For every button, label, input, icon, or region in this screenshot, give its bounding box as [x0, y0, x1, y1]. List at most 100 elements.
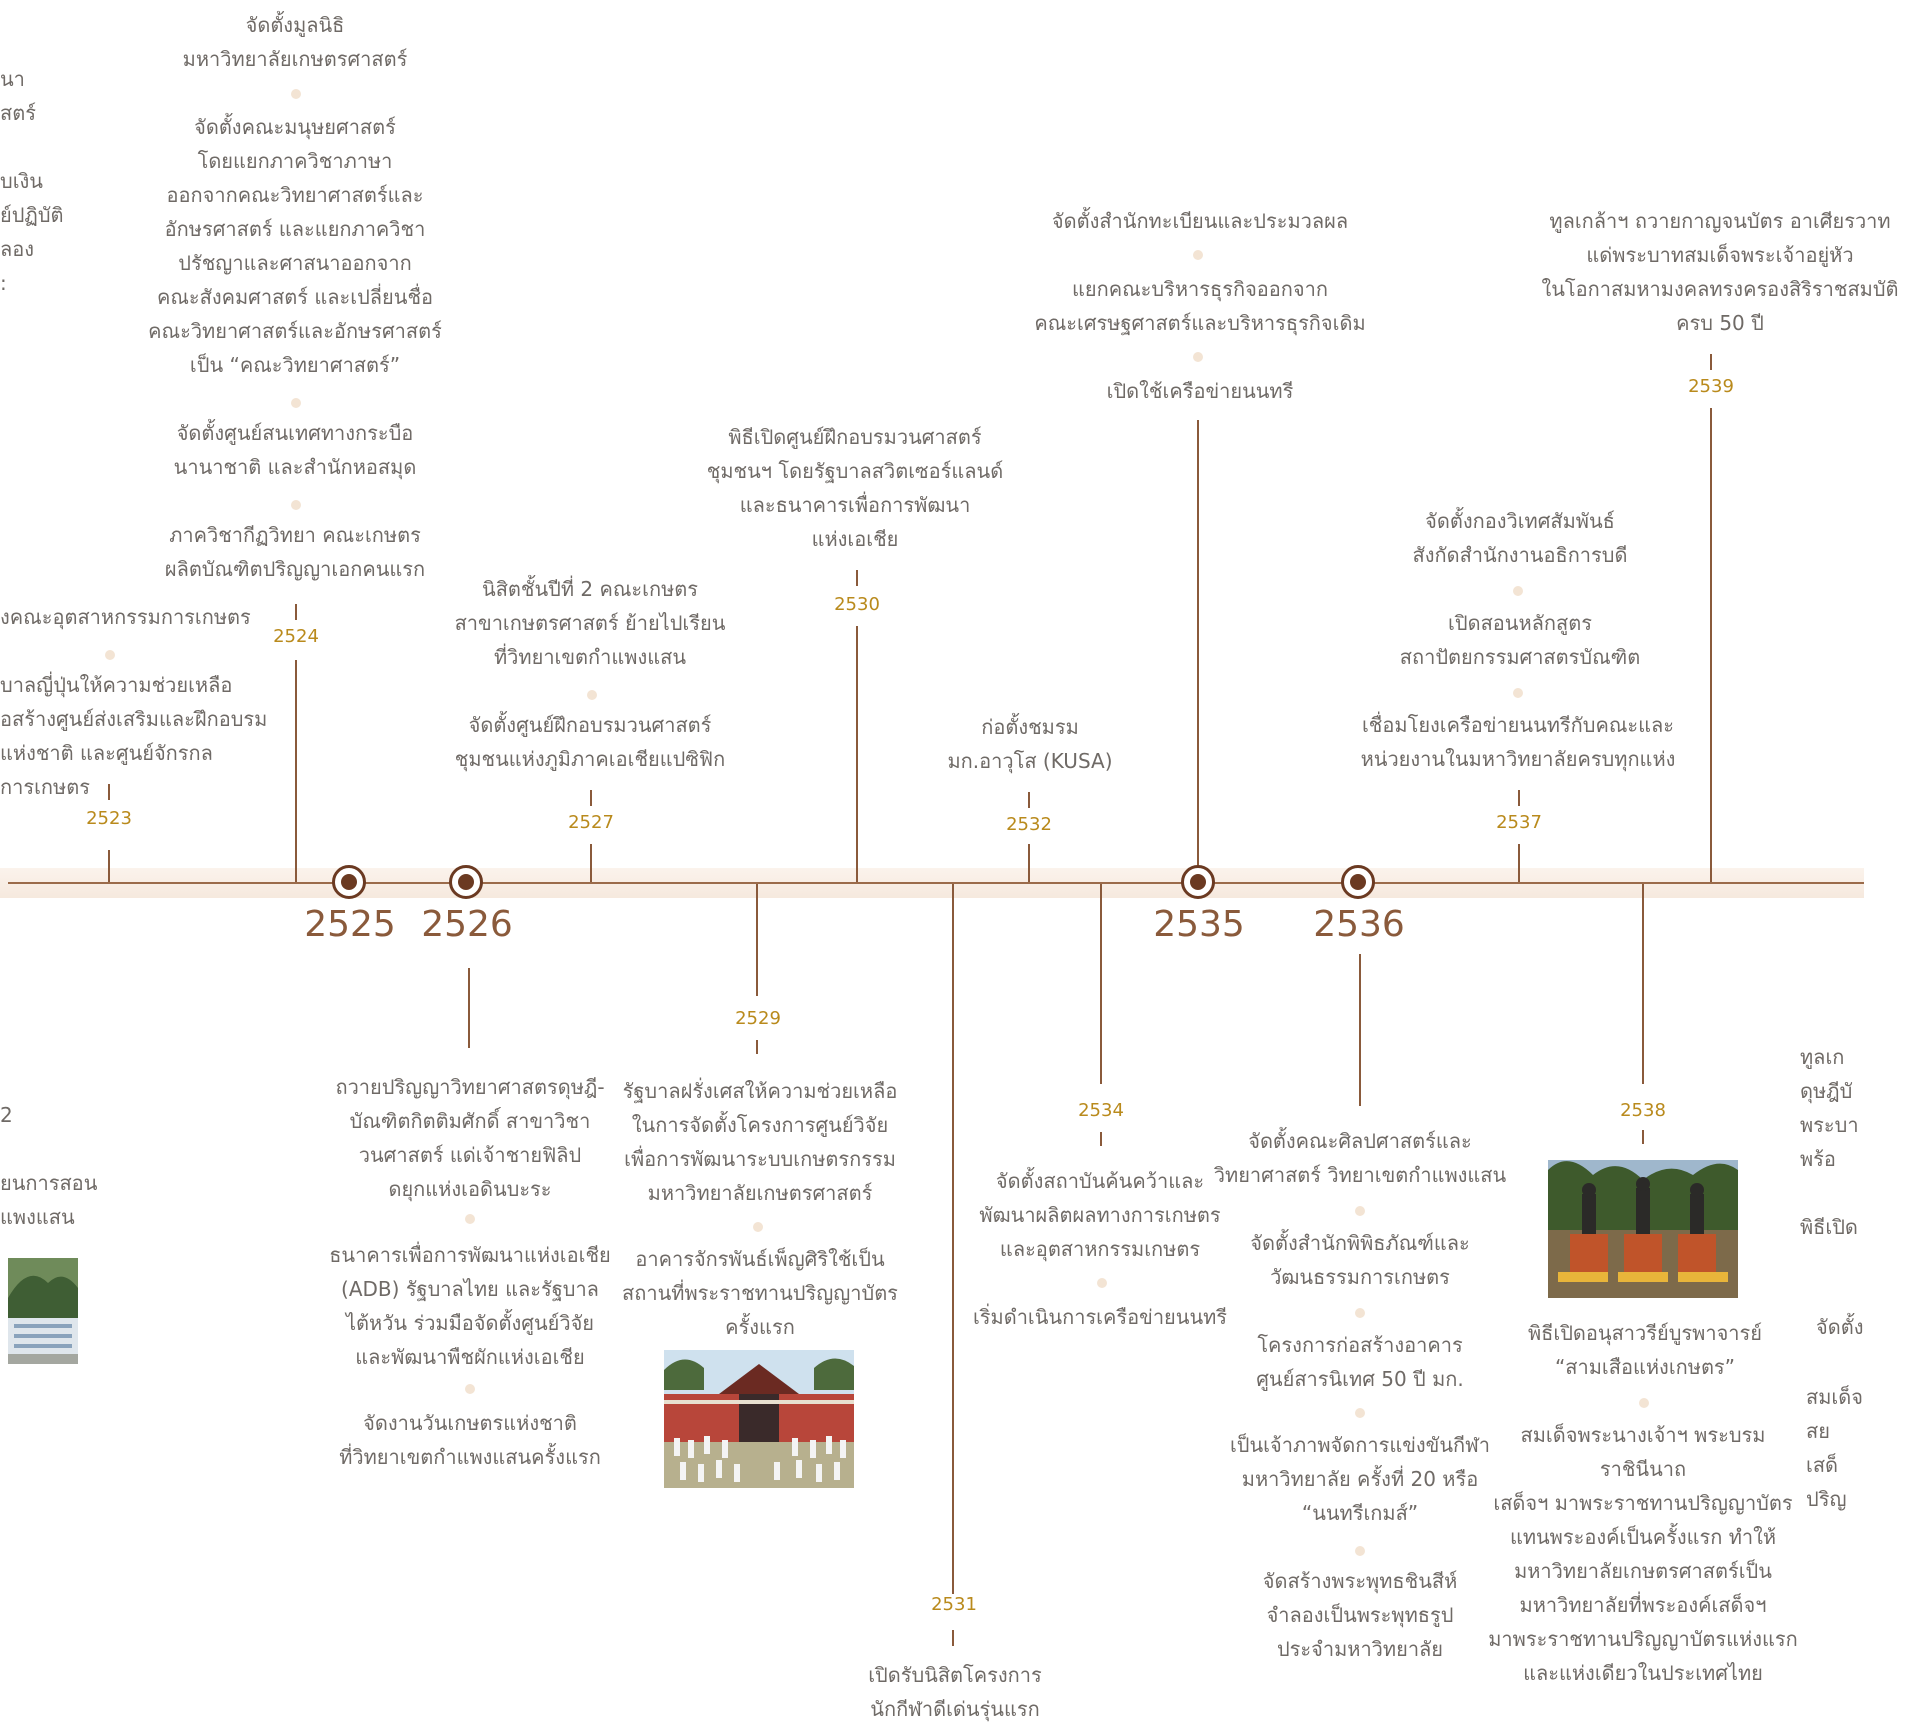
event-text: พิธีเปิดศูนย์ฝึกอบรมวนศาสตร์ ชุมชนฯ โดยร… [706, 425, 1004, 551]
separator-dot [105, 650, 115, 660]
event-text: รัฐบาลฝรั่งเศสให้ความช่วยเหลือ ในการจัดต… [622, 1079, 898, 1205]
timeline-axis [8, 882, 1864, 884]
separator-dot [753, 1222, 763, 1232]
year-label-major: 2525 [304, 904, 396, 945]
stem-2526 [468, 968, 470, 1048]
event-text: สมเด็จพระนางเจ้าฯ พระบรมราชินีนาถ เสด็จฯ… [1488, 1423, 1798, 1685]
tick-2534 [1100, 1132, 1102, 1146]
separator-dot [1097, 1278, 1107, 1288]
event-text: จัดตั้งสำนักพิพิธภัณฑ์และ วัฒนธรรมการเกษ… [1250, 1231, 1470, 1289]
year-label-major: 2535 [1153, 904, 1245, 945]
event-text: จัดสร้างพระพุทธชินสีห์ จำลองเป็นพระพุทธร… [1262, 1569, 1458, 1661]
tick-2529 [756, 1040, 758, 1054]
year-label: 2527 [568, 812, 614, 833]
event-text-cropped: สมเด็จ สย เสด็ ปริญ [1806, 1385, 1863, 1511]
separator-dot [465, 1214, 475, 1224]
three-founders-monument-photo [1548, 1160, 1738, 1298]
separator-dot [291, 398, 301, 408]
event-text: เริ่มดำเนินการเครือข่ายนนทรี [972, 1305, 1228, 1329]
event-text: จัดงานวันเกษตรแห่งชาติ ที่วิทยาเขตกำแพงแ… [339, 1411, 601, 1469]
separator-dot [1355, 1546, 1365, 1556]
event-text: เป็นเจ้าภาพจัดการแข่งขันกีฬา มหาวิทยาลัย… [1229, 1433, 1491, 1525]
separator-dot [291, 500, 301, 510]
event-text: จัดตั้งกองวิเทศสัมพันธ์ สังกัดสำนักงานอธ… [1412, 509, 1628, 567]
tick-2537 [1518, 790, 1520, 806]
event-text: จัดตั้งมูลนิธิ มหาวิทยาลัยเกษตรศาสตร์ [182, 13, 408, 71]
event-text-cropped: งคณะอุตสาหกรรมการเกษตร [0, 605, 251, 629]
event-text: อาคารจักรพันธ์เพ็ญศิริใช้เป็น สถานที่พระ… [622, 1247, 898, 1339]
event-text: จัดตั้งคณะศิลปศาสตร์และ วิทยาศาสตร์ วิทย… [1213, 1129, 1507, 1187]
stem-2531 [952, 884, 954, 1594]
separator-dot [1513, 586, 1523, 596]
stem-2534 [1100, 884, 1102, 1084]
event-text: โครงการก่อสร้างอาคาร ศูนย์สารนิเทศ 50 ปี… [1256, 1333, 1464, 1391]
event-text: จัดตั้งคณะมนุษยศาสตร์ โดยแยกภาควิชาภาษา … [148, 115, 442, 377]
event-text: ก่อตั้งชมรม มก.อาวุโส (KUSA) [947, 715, 1113, 773]
separator-dot [1355, 1206, 1365, 1216]
year-label: 2532 [1006, 814, 1052, 835]
event-text-cropped: 2 [0, 1103, 13, 1127]
separator-dot [1355, 1308, 1365, 1318]
year-label: 2530 [834, 594, 880, 615]
separator-dot [1639, 1398, 1649, 1408]
event-text: ภาควิชากีฏวิทยา คณะเกษตร ผลิตบัณฑิตปริญญ… [164, 523, 426, 581]
ceremony-hall-photo [664, 1350, 854, 1488]
stem-2529 [756, 884, 758, 996]
tick-2524 [295, 604, 297, 620]
separator-dot [1355, 1408, 1365, 1418]
tick-2527 [590, 790, 592, 806]
event-text: ธนาคารเพื่อการพัฒนาแห่งเอเชีย (ADB) รัฐบ… [329, 1243, 611, 1369]
event-text: เปิดสอนหลักสูตร สถาปัตยกรรมศาสตรบัณฑิต [1399, 611, 1641, 669]
tick-2531 [952, 1630, 954, 1646]
year-label: 2531 [931, 1594, 977, 1615]
event-text: เปิดรับนิสิตโครงการ นักกีฬาดีเด่นรุ่นแรก [868, 1663, 1042, 1721]
separator-dot [1513, 688, 1523, 698]
separator-dot [465, 1384, 475, 1394]
marker-2536 [1341, 865, 1375, 899]
event-text: แยกคณะบริหารธุรกิจออกจาก คณะเศรษฐศาสตร์แ… [1034, 277, 1366, 335]
separator-dot [291, 89, 301, 99]
event-text-cropped: บาลญี่ปุ่นให้ความช่วยเหลือ อสร้างศูนย์ส่… [0, 673, 268, 799]
stem-2524 [295, 660, 297, 882]
event-text: ทูลเกล้าฯ ถวายกาญจนบัตร อาเศียรวาท แด่พร… [1541, 209, 1899, 335]
stem-2527 [590, 844, 592, 882]
event-text: จัดตั้งศูนย์สนเทศทางกระบือ นานาชาติ และส… [173, 421, 417, 479]
year-label: 2529 [735, 1008, 781, 1029]
stem-2537 [1518, 844, 1520, 882]
stem-2535 [1197, 420, 1199, 882]
stem-2539 [1710, 408, 1712, 882]
year-label: 2523 [86, 808, 132, 829]
year-label-major: 2526 [421, 904, 513, 945]
tick-2538 [1642, 1130, 1644, 1144]
event-text: จัดตั้งสถาบันค้นคว้าและ พัฒนาผลิตผลทางกา… [979, 1169, 1221, 1261]
marker-2525 [332, 865, 366, 899]
stem-2536 [1359, 954, 1361, 1106]
timeline-diagram: 2525 2526 2535 2536 2523 2524 2527 2530 … [0, 13, 1899, 1721]
year-label: 2524 [273, 626, 319, 647]
event-text-cropped: พิธีเปิด [1800, 1215, 1858, 1239]
event-text-cropped: ทูลเก ดุษฎีบั พระบา พร้อ [1800, 1045, 1859, 1171]
year-label: 2539 [1688, 376, 1734, 397]
tick-2539 [1710, 354, 1712, 370]
event-text-cropped: นา สตร์ [0, 67, 36, 125]
event-text: เชื่อมโยงเครือข่ายนนทรีกับคณะและ หน่วยงา… [1360, 713, 1676, 771]
tick-2523 [108, 784, 110, 800]
campus-building-photo [8, 1258, 78, 1364]
tick-2532 [1028, 792, 1030, 808]
event-text-cropped: บเงิน ย์ปฏิบัติ ลอง : [0, 169, 64, 295]
stem-2538 [1642, 884, 1644, 1084]
event-text: นิสิตชั้นปีที่ 2 คณะเกษตร สาขาเกษตรศาสตร… [454, 577, 726, 669]
stem-2530 [856, 626, 858, 882]
event-text-cropped: จัดตั้ง [1816, 1315, 1864, 1339]
separator-dot [587, 690, 597, 700]
event-text: พิธีเปิดอนุสาวรีย์บูรพาจารย์ “สามเสือแห่… [1528, 1321, 1762, 1379]
year-label: 2538 [1620, 1100, 1666, 1121]
event-text: เปิดใช้เครือข่ายนนทรี [1106, 379, 1294, 403]
event-text: จัดตั้งสำนักทะเบียนและประมวลผล [1051, 209, 1349, 233]
event-text-cropped: ยนการสอน แพงแสน [0, 1171, 98, 1229]
separator-dot [1193, 250, 1203, 260]
year-label-major: 2536 [1313, 904, 1405, 945]
year-label: 2534 [1078, 1100, 1124, 1121]
marker-2526 [449, 865, 483, 899]
stem-2532 [1028, 844, 1030, 882]
